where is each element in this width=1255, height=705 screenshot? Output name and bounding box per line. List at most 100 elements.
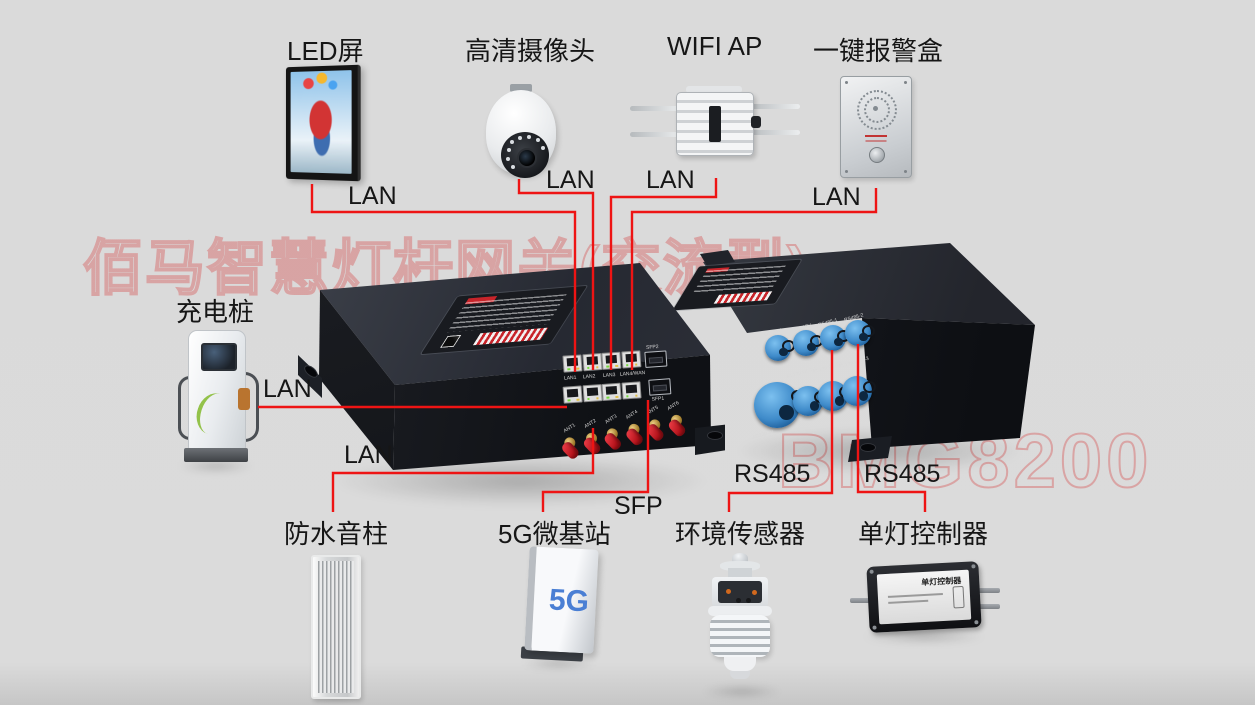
charger-body [188,330,246,450]
lan2-port-top [581,353,603,372]
ant5-label: ANT5 [645,404,660,417]
sensor-foot [724,657,756,671]
waterproof-speaker-image [311,555,361,699]
env-sensor-shadow [702,686,782,697]
connection-label-led-to-lan1: LAN [348,182,397,210]
controller-label-plate: 单灯控制器 [876,569,972,625]
lan2-label: LAN2 [582,373,596,381]
led-screen-frame [285,64,361,182]
ant5-plug [645,422,666,443]
led-screen-picture [290,70,352,174]
antenna-rod [630,105,684,112]
antenna-rod [630,131,684,138]
charger-screen [201,343,237,371]
lan7-port-bottom [601,382,622,402]
camera-face [501,132,549,178]
sensor-louvers [710,615,770,657]
antenna-rod [746,103,800,110]
connection-label-g5-to-sfp: SFP [614,492,663,520]
sticker-text-rows [447,293,568,333]
ant4-plug [623,426,645,448]
controller-spec-line [887,593,943,598]
lamp-controller-shadow [862,630,986,643]
wifi-ap-body [676,92,754,156]
alarm-call-button [869,147,885,163]
charger-cable-left [178,376,195,440]
env-sensor-label: 环境传感器 [675,519,806,549]
screw [904,81,907,84]
camera-dome [486,90,556,178]
screw [904,170,907,173]
sticker-qr-code [439,335,461,349]
sensor-neck [728,568,752,577]
sensor-nub [730,671,750,679]
hd-camera-label: 高清摄像头 [465,36,596,66]
sensor-top-disc [720,561,760,571]
sfp1-label: SFP1 [651,395,665,403]
connection-label-charger-to-lan: LAN [263,375,312,403]
lan3-port-top [601,351,622,370]
alarm-speaker-grille [857,90,897,130]
dc12v-connector [793,330,823,356]
port-label-ac220-out3: AC220 OUT-3 [837,355,870,371]
sensor-frame [712,577,768,607]
screw [971,564,976,569]
waterproof-speaker-label: 防水音柱 [284,519,389,549]
controller-spec-line [888,599,929,604]
screw [974,620,979,625]
lan4-port-top [620,350,641,369]
ac220-out3-connector [842,376,876,406]
ant3-label: ANT3 [604,413,619,426]
sensor-leds [726,589,731,594]
camera-ir-leds [510,140,514,144]
controller-wire [976,588,1000,593]
charger-base [184,448,248,462]
g5-badge: 5G [548,583,590,619]
wifi-ap-image [630,84,800,164]
g5-shadow [522,658,596,669]
screw [845,81,848,84]
speaker-grille [318,561,354,693]
controller-title: 单灯控制器 [921,576,962,588]
ant3-plug [602,431,624,452]
ant6-label: ANT6 [666,400,681,413]
screw [872,625,877,630]
antenna-panel: ANT1 ANT2 ANT3 ANT4 ANT5 ANT6 [560,400,704,472]
ant4-label: ANT4 [624,409,639,421]
lan4-label: LAN4/WAN [619,369,646,378]
alarm-box-plate [840,76,912,178]
hd-camera-image [482,84,560,178]
camera-mount [510,84,532,92]
lan1-label: LAN1 [563,374,577,382]
sensor-collar [708,606,772,616]
wifi-ap-cap [686,86,742,93]
screw [869,569,874,574]
port-label-ac220-in: AC220 IN [751,429,775,441]
ant2-plug [581,435,602,457]
sfp1-port [648,378,672,396]
lamp-controller-label: 单灯控制器 [858,519,989,549]
power-connector-panel: DC 24V DC 12V RS485-1 RS485-2 AC220 OUT-… [750,310,880,460]
g5-base-station-label: 5G微基站 [498,519,611,549]
ant2-label: ANT2 [583,417,598,430]
wifi-ap-gland [751,116,761,128]
connection-label-camera-to-lan2: LAN [546,166,595,194]
env-sensor-image [698,553,782,693]
sensor-window [718,581,762,603]
rs485-1-connector [820,325,850,351]
connection-label-lampctrl-to-rs485: RS485 [864,460,941,488]
led-screen-label: LED屏 [287,36,364,66]
connection-label-alarm-to-lan4: LAN [812,183,861,211]
camera-lens [517,148,537,168]
charging-pile-image [166,326,264,468]
wifi-ap-label-strip [709,106,721,142]
charger-cable-right [240,372,259,442]
ant1-label: ANT1 [562,422,577,435]
wifi-ap-label: WIFI AP [667,31,763,61]
speaker-column-body [311,555,361,699]
dc24v-connector [765,335,795,361]
lan6-port-bottom [582,384,603,403]
connection-label-speaker-to-lan: LAN [344,441,393,469]
sfp2-port [644,350,668,368]
